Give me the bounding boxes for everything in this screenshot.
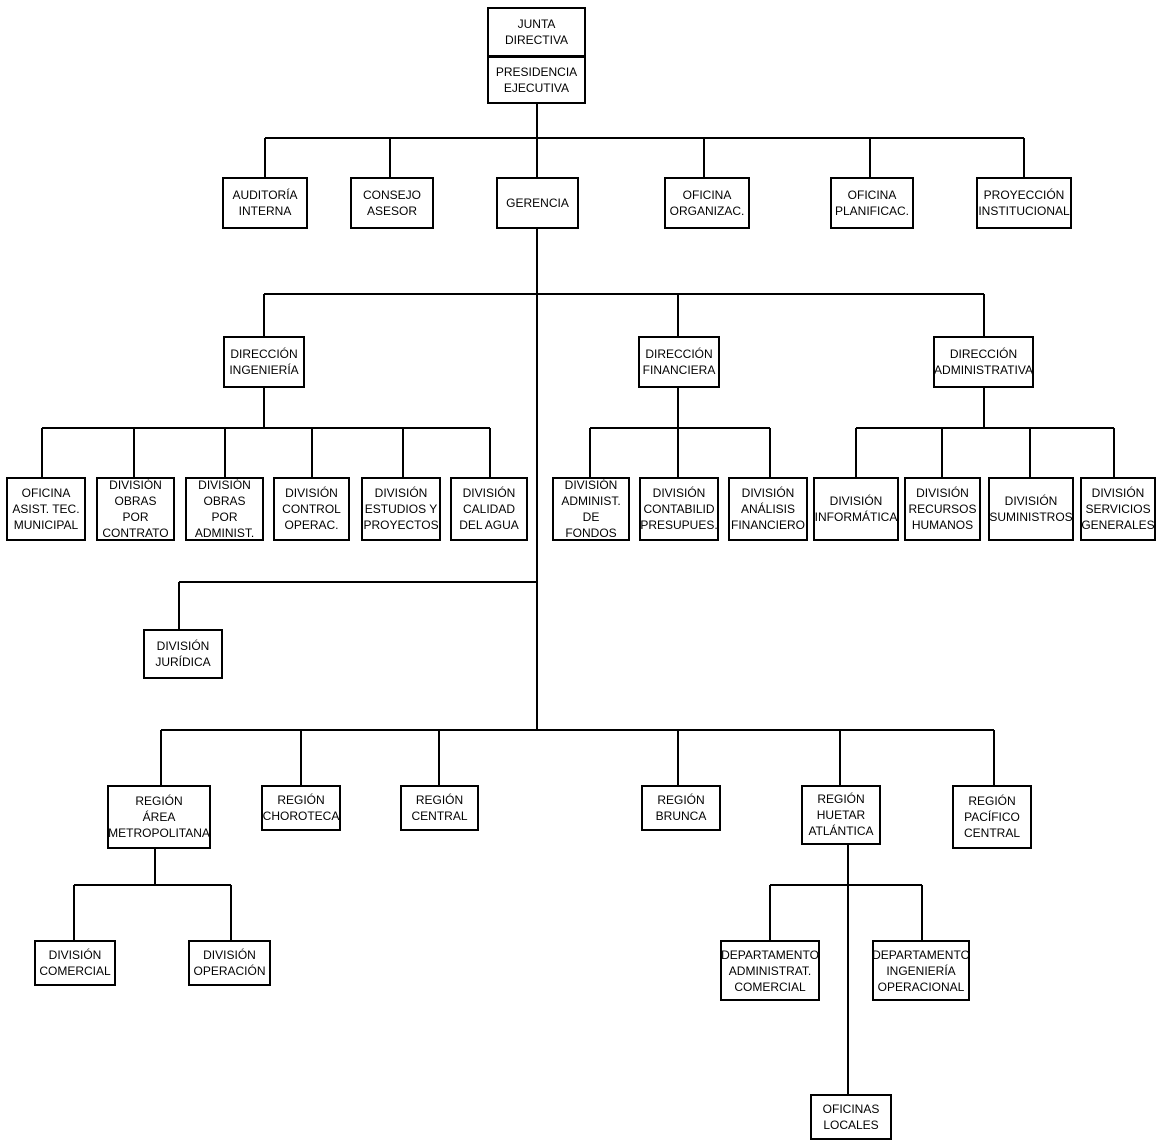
oficinas-locales-box: OFICINAS LOCALES xyxy=(810,1094,892,1140)
division-obras-por-contrato-box: DIVISIÓN OBRAS POR CONTRATO xyxy=(96,477,175,541)
division-estudios-y-proyectos-box: DIVISIÓN ESTUDIOS Y PROYECTOS xyxy=(361,477,441,541)
auditoria-interna-box: AUDITORÍA INTERNA xyxy=(222,177,308,229)
region-pacifico-central-box: REGIÓN PACÍFICO CENTRAL xyxy=(952,785,1032,849)
region-central-box: REGIÓN CENTRAL xyxy=(400,785,479,831)
division-analisis-financiero-box: DIVISIÓN ANÁLISIS FINANCIERO xyxy=(728,477,808,541)
oficina-planificac-box: OFICINA PLANIFICAC. xyxy=(830,177,914,229)
direccion-financiera-box: DIRECCIÓN FINANCIERA xyxy=(638,336,720,388)
presidencia-ejecutiva-box: PRESIDENCIA EJECUTIVA xyxy=(487,57,586,104)
division-servicios-generales-box: DIVISIÓN SERVICIOS GENERALES xyxy=(1080,477,1156,541)
gerencia-box: GERENCIA xyxy=(496,177,579,229)
division-contabilid-presupues-box: DIVISIÓN CONTABILID PRESUPUES. xyxy=(639,477,719,541)
division-operacion-box: DIVISIÓN OPERACIÓN xyxy=(188,940,271,986)
departamento-ingenieria-operacional-box: DEPARTAMENTO INGENIERÍA OPERACIONAL xyxy=(872,940,970,1001)
region-huetar-atlantica-box: REGIÓN HUETAR ATLÁNTICA xyxy=(801,785,881,845)
region-choroteca-box: REGIÓN CHOROTECA xyxy=(261,785,341,831)
junta-directiva-box: JUNTA DIRECTIVA xyxy=(487,7,586,57)
division-comercial-box: DIVISIÓN COMERCIAL xyxy=(34,940,116,986)
division-control-operac-box: DIVISIÓN CONTROL OPERAC. xyxy=(273,477,350,541)
division-suministros-box: DIVISIÓN SUMINISTROS xyxy=(988,477,1074,541)
consejo-asesor-box: CONSEJO ASESOR xyxy=(350,177,434,229)
direccion-administrativa-box: DIRECCIÓN ADMINISTRATIVA xyxy=(933,336,1034,388)
region-area-metropolitana-box: REGIÓN ÁREA METROPOLITANA xyxy=(107,785,211,849)
division-administ-de-fondos-box: DIVISIÓN ADMINIST. DE FONDOS xyxy=(552,477,630,541)
division-recursos-humanos-box: DIVISIÓN RECURSOS HUMANOS xyxy=(904,477,981,541)
oficina-asist-tec-municipal-box: OFICINA ASIST. TEC. MUNICIPAL xyxy=(6,477,86,541)
division-calidad-del-agua-box: DIVISIÓN CALIDAD DEL AGUA xyxy=(450,477,528,541)
division-obras-por-administ-box: DIVISIÓN OBRAS POR ADMINIST. xyxy=(185,477,264,541)
direccion-ingenieria-box: DIRECCIÓN INGENIERÍA xyxy=(223,336,305,388)
oficina-organizac-box: OFICINA ORGANIZAC. xyxy=(664,177,750,229)
division-juridica-box: DIVISIÓN JURÍDICA xyxy=(143,629,223,679)
region-brunca-box: REGIÓN BRUNCA xyxy=(641,785,721,831)
departamento-administrat-comercial-box: DEPARTAMENTO ADMINISTRAT. COMERCIAL xyxy=(720,940,820,1001)
division-informatica-box: DIVISIÓN INFORMÁTICA xyxy=(813,477,899,541)
proyeccion-institucional-box: PROYECCIÓN INSTITUCIONAL xyxy=(976,177,1072,229)
